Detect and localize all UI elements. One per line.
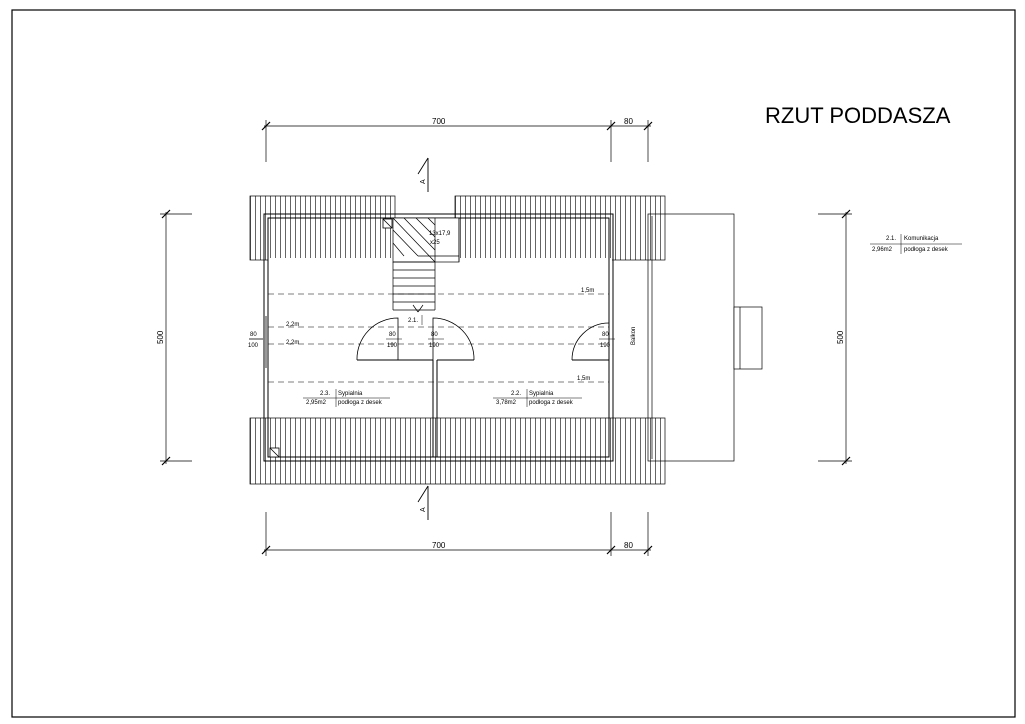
door-left-height: 190 xyxy=(387,343,398,349)
interior-partitions xyxy=(357,359,609,457)
sheet-border xyxy=(11,9,1016,718)
section-marker-top-label: A xyxy=(420,179,427,184)
legend-number: 2.1. xyxy=(886,236,896,242)
room-legend: 2.1. Komunikacja 2,96m2 podłoga z desek xyxy=(870,234,962,254)
roof-top-left xyxy=(249,195,396,261)
door-right-height: 190 xyxy=(429,343,440,349)
section-marker-top xyxy=(417,157,429,192)
room-area: 3,78m2 xyxy=(496,400,517,406)
door-swings xyxy=(356,317,610,361)
dimension-80-top: 80 xyxy=(624,117,633,126)
balcony-label: Balkon xyxy=(631,327,637,345)
left-dimension xyxy=(160,209,192,466)
roof-eaves xyxy=(249,195,666,485)
height-label-left-lower: 2,2m xyxy=(286,340,299,346)
room-floor: podłoga z desek xyxy=(529,400,574,406)
section-marker-bottom-label: A xyxy=(420,507,427,512)
dimension-700-top: 700 xyxy=(432,117,446,126)
door-east-height: 190 xyxy=(600,343,611,349)
room-label-2-2: 2.2. Sypialnia 3,78m2 podłoga z desek xyxy=(493,389,582,407)
window-width-label: 80 xyxy=(250,332,257,338)
door-left-width: 80 xyxy=(389,332,396,338)
room-name: Sypialnia xyxy=(529,391,554,397)
height-label-right-upper: 1,5m xyxy=(581,288,594,294)
door-east-width: 80 xyxy=(602,332,609,338)
section-marker-bottom xyxy=(417,485,429,520)
window-height-label: 100 xyxy=(248,343,259,349)
right-dimension xyxy=(818,209,852,466)
stair-tread-label: x25 xyxy=(430,240,440,246)
stair-size-label: 13x17,9 xyxy=(429,231,451,237)
dimension-500-right: 500 xyxy=(836,330,845,344)
room-area: 2,95m2 xyxy=(306,400,327,406)
height-label-left-upper: 2,2m xyxy=(286,322,299,328)
drawing-title: RZUT PODDASZA xyxy=(765,103,951,128)
legend-area: 2,96m2 xyxy=(872,247,893,253)
roof-top-right xyxy=(454,195,666,261)
legend-name: Komunikacja xyxy=(904,236,939,242)
hall-number: 2.1. xyxy=(408,318,418,324)
height-label-right-lower: 1,5m xyxy=(577,376,590,382)
slope-lines xyxy=(268,293,609,383)
vent-blocks xyxy=(269,218,393,458)
room-number: 2.3. xyxy=(320,391,330,397)
balcony xyxy=(647,213,763,462)
door-right-width: 80 xyxy=(431,332,438,338)
room-name: Sypialnia xyxy=(338,391,363,397)
window-left xyxy=(249,316,267,368)
legend-floor: podłoga z desek xyxy=(904,247,949,253)
room-number: 2.2. xyxy=(511,391,521,397)
dimension-700-bottom: 700 xyxy=(432,541,446,550)
room-label-2-3: 2.3. Sypialnia 2,95m2 podłoga z desek xyxy=(303,389,390,407)
bottom-dimension xyxy=(261,512,653,556)
roof-bottom xyxy=(249,417,666,485)
staircase xyxy=(392,217,460,313)
dimension-80-bottom: 80 xyxy=(624,541,633,550)
room-floor: podłoga z desek xyxy=(338,400,383,406)
top-dimension xyxy=(261,120,653,162)
dimension-500-left: 500 xyxy=(156,330,165,344)
